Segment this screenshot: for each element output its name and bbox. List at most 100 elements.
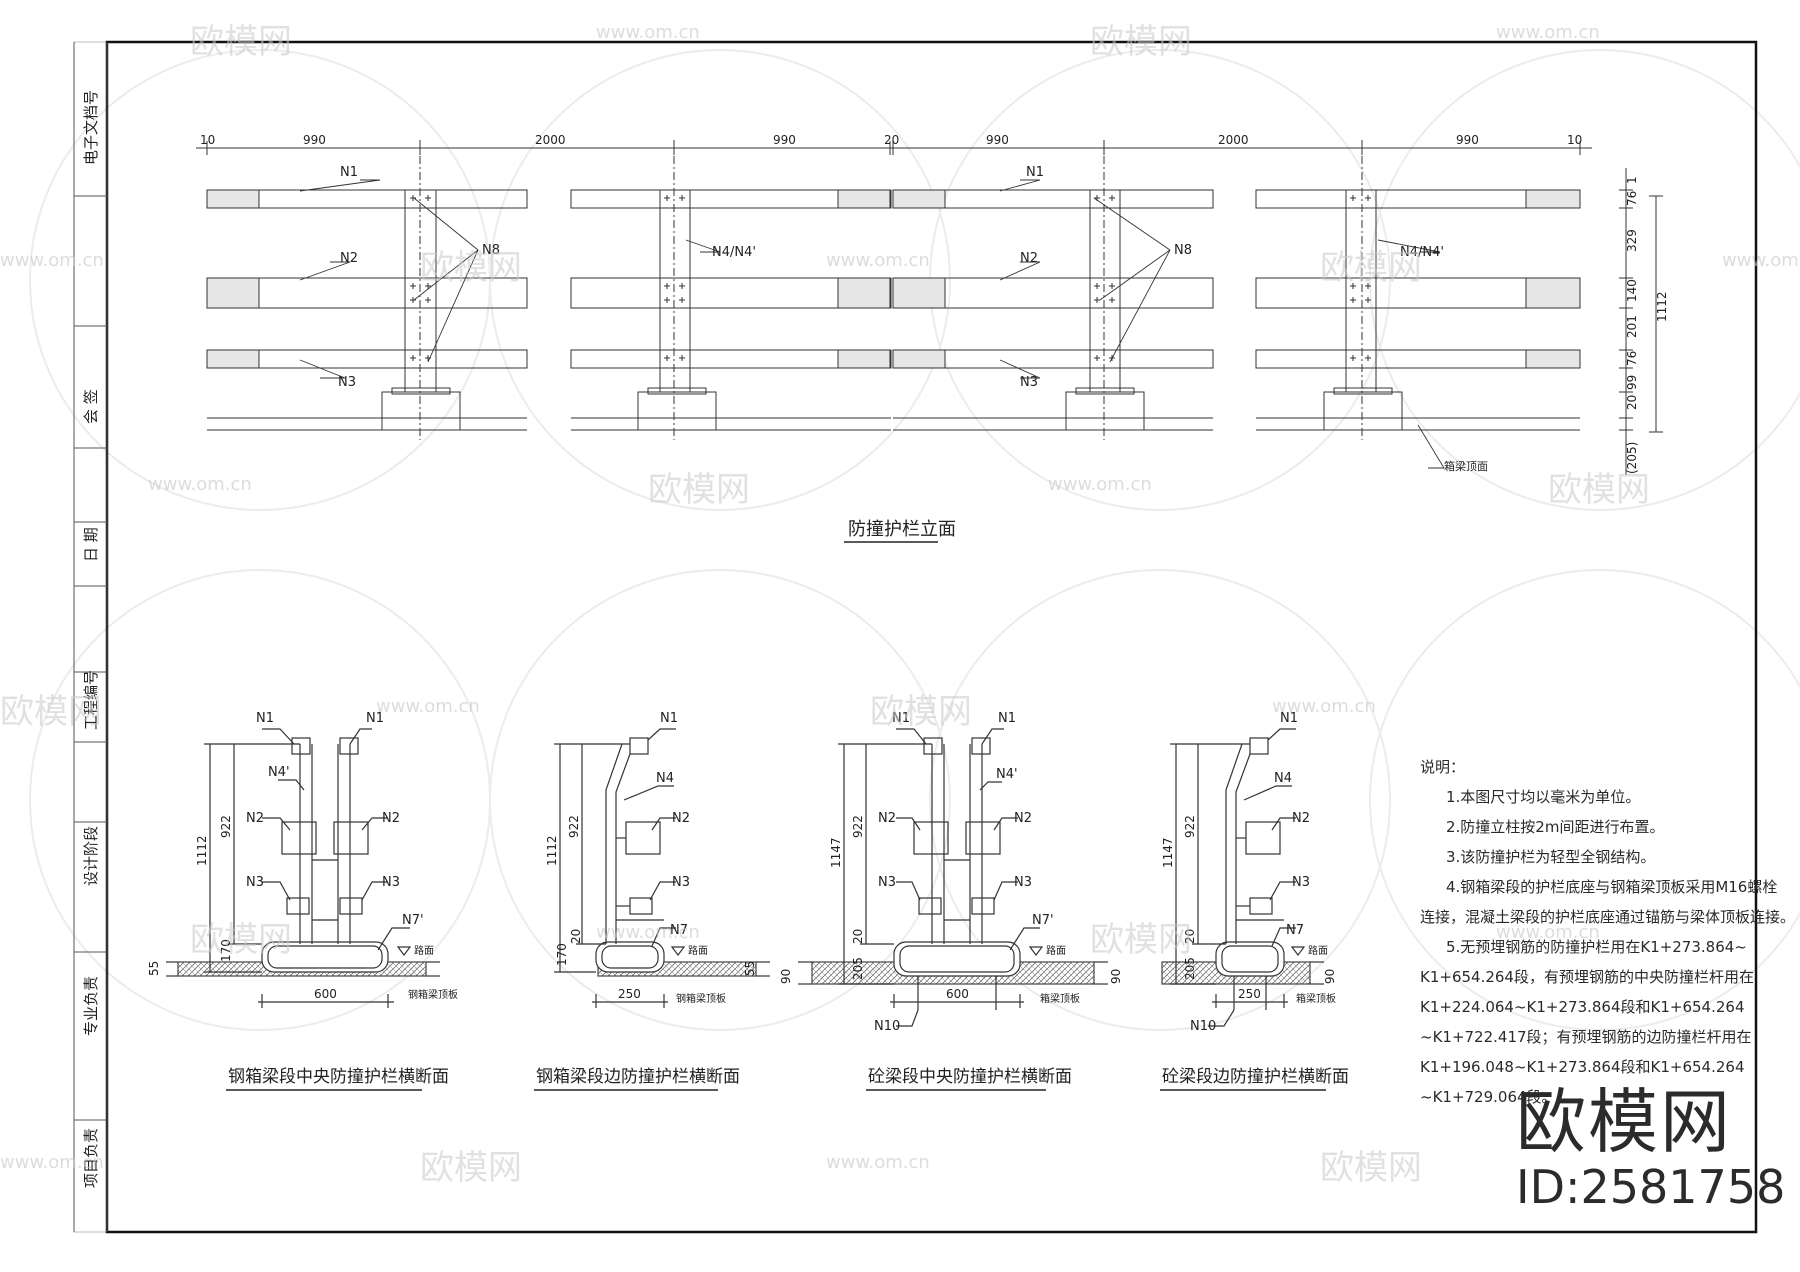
label-n3-right: N3 xyxy=(1020,375,1038,390)
dim-right-1: 1 xyxy=(1625,176,1639,184)
sidebar-label-design-stage: 设计阶段 xyxy=(82,826,100,886)
watermark-url-5: www.om.cn xyxy=(1722,250,1800,271)
watermark-brand-12: 欧模网 xyxy=(1320,1148,1422,1188)
brand-logo-text: 欧模网 xyxy=(1516,1081,1732,1163)
watermark-brand-1: 欧模网 xyxy=(190,22,292,62)
dim-right-20: 20 xyxy=(1625,395,1639,410)
s3-label-n2-left: N2 xyxy=(878,811,896,826)
s2-dim-total: 1112 xyxy=(545,835,559,866)
watermark-url-8: www.om.cn xyxy=(376,696,480,717)
label-n3-left: N3 xyxy=(338,375,356,390)
section-2-drawing xyxy=(554,728,770,1008)
sidebar-label-discipline-lead: 专业负责 xyxy=(82,976,100,1036)
watermark-url-4: www.om.cn xyxy=(826,250,930,271)
label-n2-left: N2 xyxy=(340,251,358,266)
s2-label-n7: N7 xyxy=(670,923,688,938)
notes-heading: 说明： xyxy=(1420,758,1466,776)
dim-right-76-bottom: 76 xyxy=(1625,351,1639,366)
brand-stamp: 欧模网 ID:2581758 xyxy=(1516,1084,1785,1214)
dim-top-2000-2: 2000 xyxy=(1218,133,1249,147)
sidebar-labels: 电子文档号 会 签 日 期 工程编号 设计阶段 专业负责 项目负责 xyxy=(82,90,100,1188)
note-line-6: 5.无预埋钢筋的防撞护栏用在K1+273.864~ xyxy=(1446,938,1747,956)
watermark-brand-5: 欧模网 xyxy=(648,470,750,510)
dim-right-205: (205) xyxy=(1625,442,1639,474)
s2-label-deck: 钢箱梁顶板 xyxy=(676,992,726,1005)
label-n4-left: N4/N4' xyxy=(712,245,756,260)
section-1-drawing xyxy=(166,728,440,1008)
s4-label-n2: N2 xyxy=(1292,811,1310,826)
watermark-brand-10: 欧模网 xyxy=(1090,920,1192,960)
watermark-brand-9: 欧模网 xyxy=(190,920,292,960)
s4-label-n10: N10 xyxy=(1190,1019,1216,1034)
watermark-brand-2: 欧模网 xyxy=(1090,22,1192,62)
s1-label-n1-right: N1 xyxy=(366,711,384,726)
s3-label-n3-right: N3 xyxy=(1014,875,1032,890)
sidebar-label-project-lead: 项目负责 xyxy=(82,1128,100,1188)
elevation-title: 防撞护栏立面 xyxy=(848,519,956,540)
s3-label-n1-right: N1 xyxy=(998,711,1016,726)
s1-dim-total: 1112 xyxy=(195,835,209,866)
s2-label-n3: N3 xyxy=(672,875,690,890)
rail-segment-1 xyxy=(206,189,528,431)
s1-dim-upper: 922 xyxy=(219,815,233,838)
note-line-5: 连接，混凝土梁段的护栏底座通过锚筋与梁体顶板连接。 xyxy=(1420,908,1796,926)
section-3-text: N1 N1 N4' N2 N2 N3 N3 N7' 路面 箱梁顶板 N10 11… xyxy=(779,711,1123,1034)
right-dim-chain xyxy=(1619,168,1663,475)
label-n4-right: N4/N4' xyxy=(1400,245,1444,260)
s1-label-deck: 钢箱梁顶板 xyxy=(408,988,458,1001)
s2-label-road: 路面 xyxy=(688,944,708,957)
dim-right-1112: 1112 xyxy=(1655,291,1669,322)
s2-dim-upper: 922 xyxy=(567,815,581,838)
s2-label-n2: N2 xyxy=(672,811,690,826)
watermark-url-6: www.om.cn xyxy=(148,474,252,495)
s3-label-deck: 箱梁顶板 xyxy=(1040,992,1080,1005)
leader-lines xyxy=(299,179,1445,469)
watermark-url-3: www.om.cn xyxy=(0,250,104,271)
watermark-url-1: www.om.cn xyxy=(596,22,700,43)
dim-top-20: 20 xyxy=(884,133,899,147)
s4-label-deck: 箱梁顶板 xyxy=(1296,992,1336,1005)
post-3 xyxy=(1065,140,1145,440)
dim-top-990-3: 990 xyxy=(986,133,1009,147)
s3-dim-width: 600 xyxy=(946,987,969,1001)
s2-dim-width: 250 xyxy=(618,987,641,1001)
s3-label-n10: N10 xyxy=(874,1019,900,1034)
s3-dim-right: 90 xyxy=(1109,969,1123,984)
s2-dim-mid: 20 xyxy=(569,929,583,944)
rail-segment-4 xyxy=(1255,189,1581,431)
sidebar-label-countersign: 会 签 xyxy=(82,389,100,424)
section-4-drawing xyxy=(1161,728,1324,1027)
s4-dim-total: 1147 xyxy=(1161,837,1175,868)
s4-label-road: 路面 xyxy=(1308,944,1328,957)
note-line-11: ~K1+729.064段。 xyxy=(1420,1088,1557,1106)
post-4 xyxy=(1323,140,1403,440)
s3-label-n7: N7' xyxy=(1032,913,1054,928)
s1-label-road: 路面 xyxy=(414,944,434,957)
section-1-title: 钢箱梁段中央防撞护栏横断面 xyxy=(228,1067,449,1087)
watermark-url-12: www.om.cn xyxy=(826,1152,930,1173)
note-line-4: 4.钢箱梁段的护栏底座与钢箱梁顶板采用M16螺栓 xyxy=(1446,878,1778,896)
dim-right-99: 99 xyxy=(1625,375,1639,390)
dim-top-990-4: 990 xyxy=(1456,133,1479,147)
section-1-text: N1 N1 N4' N2 N2 N3 N3 N7' 路面 钢箱梁顶板 1112 … xyxy=(147,711,458,1001)
s2-label-n1: N1 xyxy=(660,711,678,726)
note-line-2: 2.防撞立柱按2m间距进行布置。 xyxy=(1446,818,1665,836)
note-line-8: K1+224.064~K1+273.864段和K1+654.264 xyxy=(1420,998,1745,1016)
section-3-title: 砼梁段中央防撞护栏横断面 xyxy=(868,1067,1072,1087)
s3-label-n1-left: N1 xyxy=(892,711,910,726)
s4-dim-width: 250 xyxy=(1238,987,1261,1001)
watermark-url-13: www.om.cn xyxy=(0,1152,104,1173)
s1-label-n1-left: N1 xyxy=(256,711,274,726)
s4-dim-mid: 20 xyxy=(1183,929,1197,944)
s1-label-n2-left: N2 xyxy=(246,811,264,826)
s4-dim-upper: 922 xyxy=(1183,815,1197,838)
s3-label-road: 路面 xyxy=(1046,944,1066,957)
watermark-brand-4: 欧模网 xyxy=(1320,248,1422,288)
post-2 xyxy=(637,140,717,440)
watermark-url-2: www.om.cn xyxy=(1496,22,1600,43)
section-2-text: N1 N4 N2 N3 N7 路面 钢箱梁顶板 1112 922 170 20 … xyxy=(545,711,757,1005)
dim-right-201: 201 xyxy=(1625,315,1639,338)
note-line-10: K1+196.048~K1+273.864段和K1+654.264 xyxy=(1420,1058,1745,1076)
s1-dim-side: 55 xyxy=(147,961,161,976)
notes-block: 说明： 1.本图尺寸均以毫米为单位。 2.防撞立柱按2m间距进行布置。 3.该防… xyxy=(1420,752,1796,1112)
